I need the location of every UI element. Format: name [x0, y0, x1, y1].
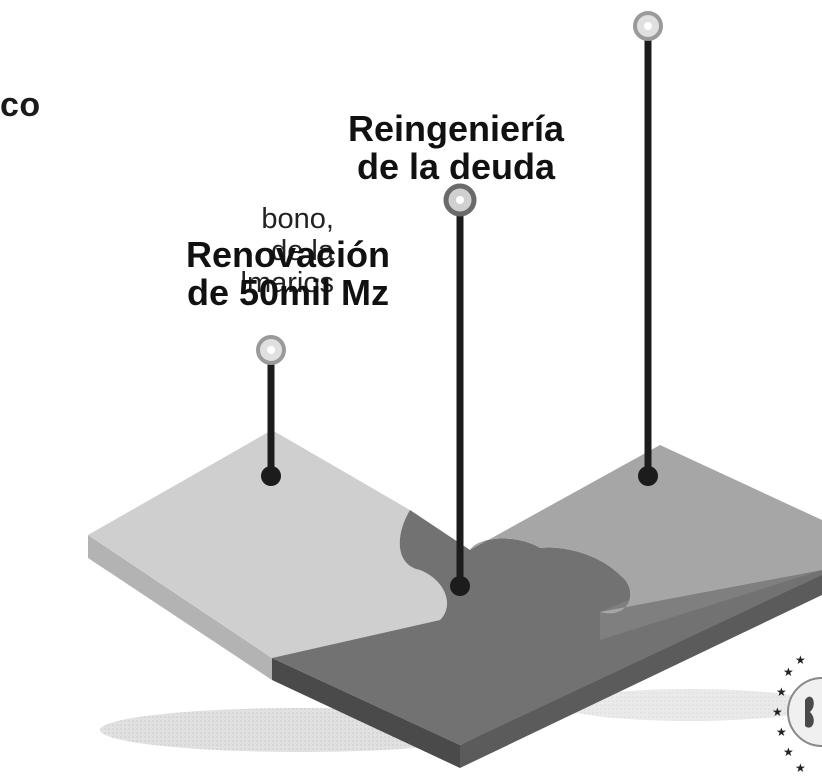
pin-middle [443, 183, 477, 596]
svg-text:★: ★ [795, 761, 806, 775]
label-renovacion: Renovación de 50mil Mz [168, 236, 408, 312]
puzzle-piece-middle [272, 510, 822, 768]
left-heading-fragment: co [0, 86, 41, 124]
svg-text:★: ★ [772, 705, 783, 719]
label-line: de la deuda [356, 146, 556, 187]
left-text-line: bono, [261, 203, 334, 235]
coat-of-arms-emblem: ★ ★ ★ ★ ★ ★ ★ [772, 653, 822, 775]
svg-text:★: ★ [783, 665, 794, 679]
puzzle-piece-right [470, 445, 822, 640]
puzzle-piece-left [88, 430, 448, 680]
label-line: de 50mil Mz [186, 272, 390, 313]
svg-text:★: ★ [776, 725, 787, 739]
label-line: Renovación [185, 234, 391, 275]
pin-right [633, 11, 663, 486]
label-line: Reingeniería [347, 108, 565, 149]
left-text-block: bono, de la lmarios [241, 203, 334, 299]
left-text-line: lmarios [240, 267, 334, 299]
left-text-line: de la [271, 235, 334, 267]
pin-left [256, 335, 286, 486]
svg-text:★: ★ [795, 653, 806, 667]
svg-text:★: ★ [776, 685, 787, 699]
svg-text:★: ★ [783, 745, 794, 759]
label-reingenieria: Reingeniería de la deuda [326, 110, 586, 186]
